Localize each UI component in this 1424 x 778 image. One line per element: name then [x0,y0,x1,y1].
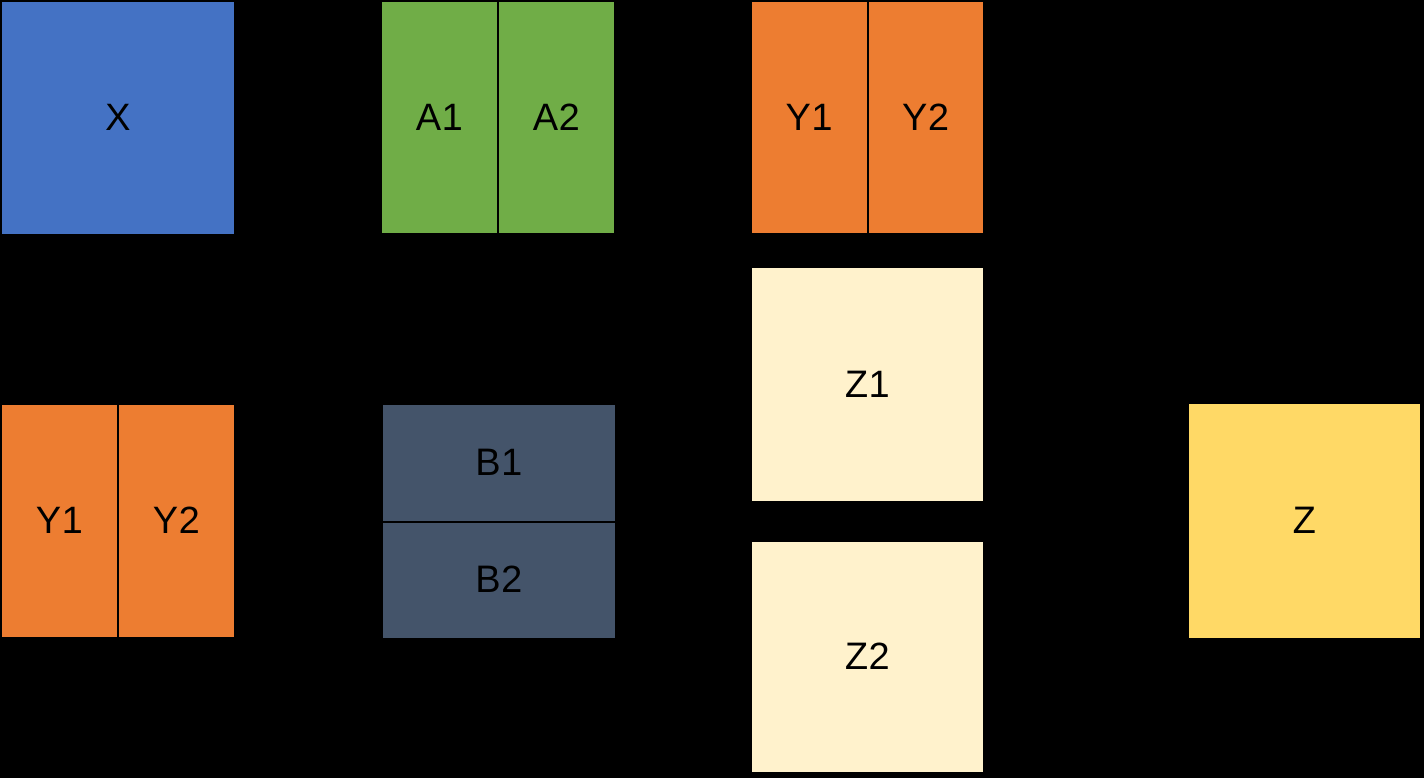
block-z1: Z1 [752,268,983,501]
cell-y-top-2: Y2 [866,2,984,233]
block-x: X [2,2,234,234]
block-a: A1 A2 [382,2,614,233]
cell-y-bottom-1: Y1 [35,500,84,542]
cell-y-top-1: Y1 [785,96,833,139]
cell-b2: B2 [383,520,615,639]
cell-z2: Z2 [844,636,891,678]
cell-z1: Z1 [844,363,891,406]
block-z: Z [1189,404,1420,638]
cell-a1: A1 [415,96,464,139]
cell-z: Z [1292,500,1317,542]
block-b: B1 B2 [383,405,615,638]
cell-x: X [105,97,131,139]
block-y-bottom: Y1 Y2 [2,405,234,637]
cell-y-bottom-2: Y2 [117,405,234,637]
block-z2: Z2 [752,542,983,772]
block-y-top: Y1 Y2 [752,2,983,233]
cell-a2: A2 [497,2,614,233]
cell-b1: B1 [475,441,523,484]
